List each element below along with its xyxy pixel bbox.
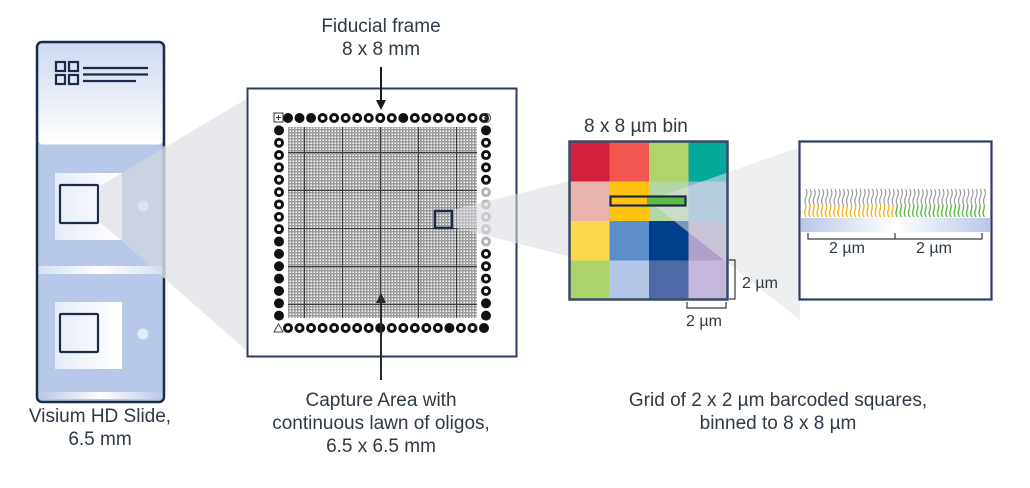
bin-cell <box>609 142 650 182</box>
bin-grid <box>570 142 729 301</box>
oligo-detail-box <box>798 140 993 301</box>
warning-triangle-icon <box>273 322 284 333</box>
selected-region-marker <box>433 209 454 230</box>
slide-label-icon <box>54 60 148 86</box>
bin-cell <box>609 221 650 261</box>
bin-cell <box>649 260 689 301</box>
bin-cell <box>570 260 610 301</box>
oligo-right-label: 2 µm <box>916 240 952 257</box>
fiducial-label-line1: Fiducial frame <box>321 16 441 37</box>
slide-caption: Visium HD Slide, 6.5 mm <box>10 405 190 451</box>
barcode-pair-bar <box>609 195 687 207</box>
summary-caption: Grid of 2 x 2 µm barcoded squares, binne… <box>598 389 958 435</box>
capture-area-label-line1: Capture Area with <box>305 390 457 411</box>
bin-cell <box>609 260 650 301</box>
fiducial-label-line2: 8 x 8 mm <box>341 39 421 60</box>
bin-cell <box>649 142 689 182</box>
plus-box-icon <box>273 112 284 123</box>
summary-line1: Grid of 2 x 2 µm barcoded squares, <box>628 390 928 411</box>
bin-cell <box>688 260 729 301</box>
bin-cell <box>570 221 610 261</box>
scale-bracket-horizontal <box>686 302 727 309</box>
slide-caption-line1: Visium HD Slide, <box>28 406 172 427</box>
bin-cell <box>649 221 689 261</box>
slide-caption-line2: 6.5 mm <box>68 429 132 450</box>
capture-area-label-line2: continuous lawn of oligos, <box>272 413 490 434</box>
fiducial-label: Fiducial frame 8 x 8 mm <box>281 15 481 61</box>
bin-cell <box>570 181 610 222</box>
zoom-projection-1 <box>100 99 246 350</box>
summary-line2: binned to 8 x 8 µm <box>699 413 857 434</box>
bin-cell <box>570 142 610 182</box>
bin-scale-horizontal-label: 2 µm <box>686 313 722 330</box>
target-circle-icon <box>481 113 491 123</box>
scale-bracket-vertical <box>729 259 736 300</box>
visium-slide <box>35 40 166 404</box>
capture-area-label-line3: 6.5 x 6.5 mm <box>326 436 436 457</box>
oligo-left-label: 2 µm <box>829 240 865 257</box>
capture-area-label: Capture Area with continuous lawn of oli… <box>236 389 526 458</box>
bin-title: 8 x 8 µm bin <box>584 116 688 137</box>
bin-scale-vertical-label: 2 µm <box>742 275 778 292</box>
